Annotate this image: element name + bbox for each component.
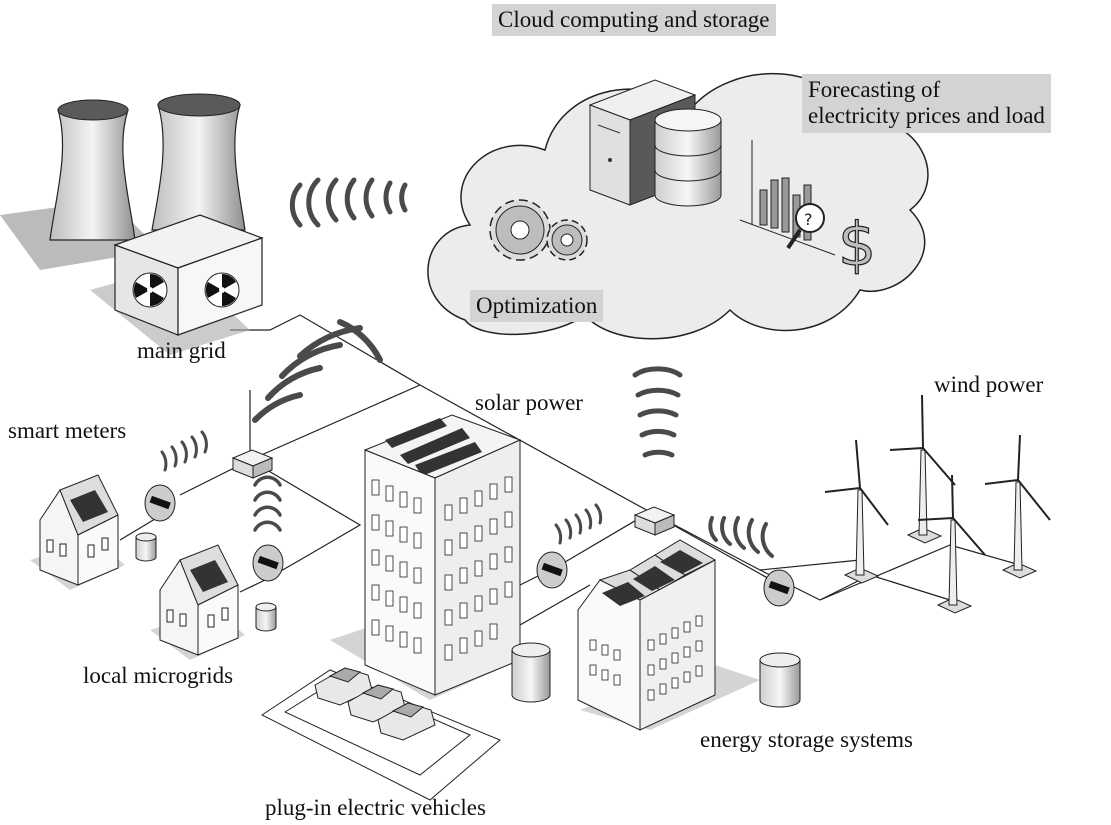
battery-icon xyxy=(511,642,551,703)
wind-turbine-icon xyxy=(889,394,956,544)
smart-meter-icon xyxy=(763,569,795,607)
office-building-icon xyxy=(330,414,522,700)
forecasting-label-line1: Forecasting of xyxy=(808,77,941,102)
car-icon xyxy=(377,702,436,741)
wind-turbine-icon xyxy=(824,439,889,584)
energy-storage-label: energy storage systems xyxy=(700,727,913,752)
wireless-signal-icon xyxy=(289,177,408,228)
solar-power-label: solar power xyxy=(475,390,583,415)
smart-meter-icon xyxy=(144,484,176,522)
battery-icon xyxy=(759,652,801,708)
wireless-signal-icon xyxy=(252,319,383,423)
cloud-computing-label: Cloud computing and storage xyxy=(492,4,776,37)
house-icon xyxy=(150,544,245,660)
radiation-icon xyxy=(132,272,168,308)
main-grid-label: main grid xyxy=(137,338,226,363)
wireless-signal-icon xyxy=(554,503,603,545)
battery-icon xyxy=(255,602,277,632)
database-icon xyxy=(654,108,722,207)
wireless-signal-icon xyxy=(632,366,683,458)
battery-icon xyxy=(135,532,157,562)
wireless-signal-icon xyxy=(708,516,774,558)
forecasting-label-line2: electricity prices and load xyxy=(808,103,1045,129)
svg-text:?: ? xyxy=(804,210,813,229)
forecasting-label: Forecasting of electricity prices and lo… xyxy=(802,74,1051,133)
local-microgrids-label: local microgrids xyxy=(83,663,234,688)
factory-icon xyxy=(577,539,760,731)
wireless-signal-icon xyxy=(253,475,282,532)
dollar-icon: $ xyxy=(837,209,876,280)
junction-box xyxy=(231,449,274,479)
radiation-icon xyxy=(204,272,240,308)
gear-icon xyxy=(489,199,588,261)
cooling-towers-icon xyxy=(0,93,246,270)
junction-box xyxy=(633,506,676,536)
ev-label: plug-in electric vehicles xyxy=(265,795,486,820)
wind-power-label: wind power xyxy=(934,372,1044,397)
wind-turbine-icon xyxy=(917,474,986,614)
smart-meter-icon xyxy=(252,544,284,582)
bar-chart-icon: ? xyxy=(739,140,836,256)
nuclear-plant-building xyxy=(90,214,264,355)
optimization-label: Optimization xyxy=(470,290,604,323)
svg-text:$: $ xyxy=(838,210,876,280)
smart-meters-label: smart meters xyxy=(8,418,127,443)
smart-meter-icon xyxy=(536,551,568,589)
wind-turbine-icon xyxy=(984,434,1051,579)
house-icon xyxy=(30,474,125,590)
wireless-signal-icon xyxy=(160,430,208,472)
